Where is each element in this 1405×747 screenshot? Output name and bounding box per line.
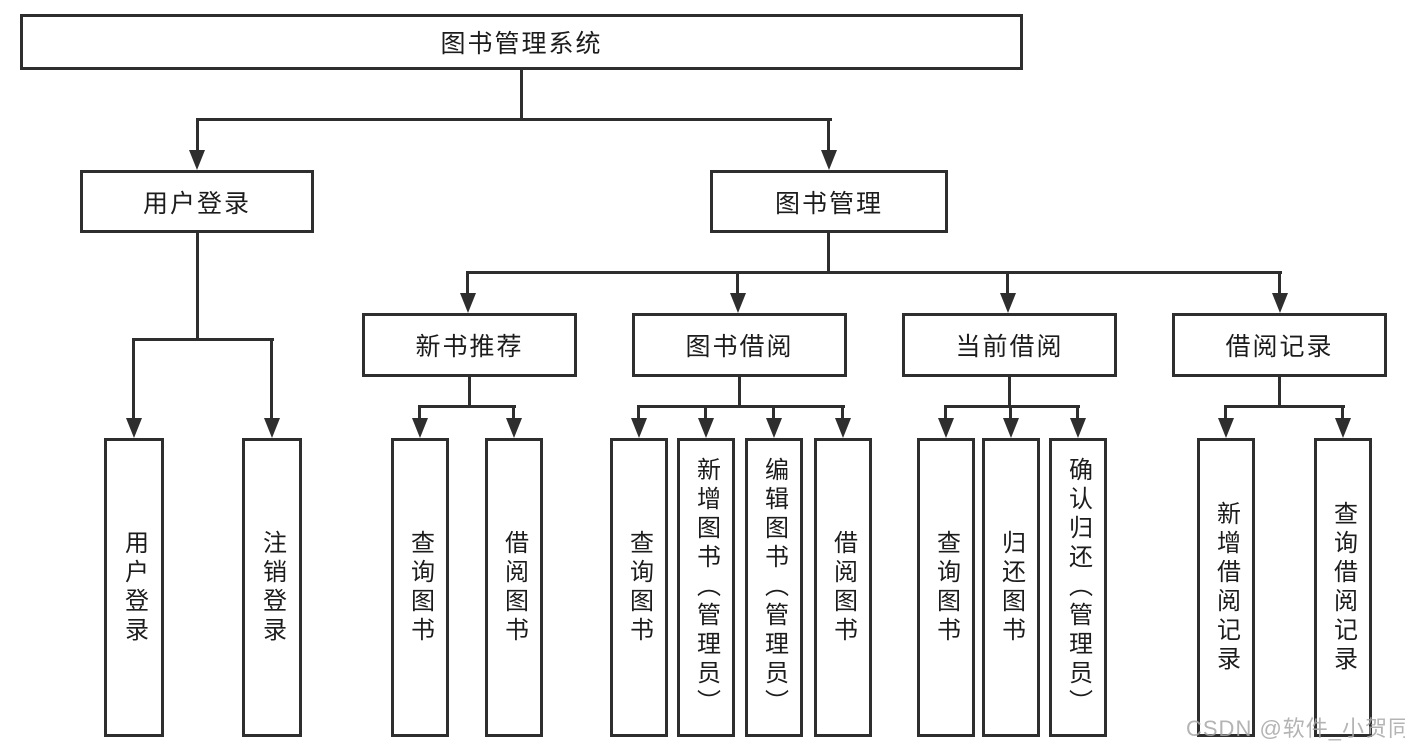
connector-line xyxy=(1278,271,1281,295)
watermark-text: CSDN @软件_小贺同学 xyxy=(1186,716,1405,741)
connector-line xyxy=(1006,271,1009,295)
connector-line xyxy=(1341,405,1344,421)
node-user-login: 用户登录 xyxy=(80,170,314,233)
leaf-user-login: 用户登录 xyxy=(104,438,164,737)
node-new-book-recommendation: 新书推荐 xyxy=(362,313,577,377)
connector-line xyxy=(512,405,515,421)
arrowhead-icon xyxy=(506,418,522,438)
arrowhead-icon xyxy=(1070,418,1086,438)
leaf-return-books: 归还图书 xyxy=(982,438,1040,737)
node-current-borrowing: 当前借阅 xyxy=(902,313,1117,377)
connector-line xyxy=(520,70,523,118)
connector-line xyxy=(1224,405,1345,408)
connector-line xyxy=(466,271,469,295)
connector-line xyxy=(736,271,739,295)
connector-line xyxy=(637,405,640,421)
leaf-confirm-return-admin: 确认归还（管理员） xyxy=(1049,438,1107,737)
arrowhead-icon xyxy=(460,293,476,313)
leaf-borrow-books: 借阅图书 xyxy=(814,438,872,737)
connector-line xyxy=(841,405,844,421)
connector-line xyxy=(827,233,830,271)
arrowhead-icon xyxy=(1272,293,1288,313)
connector-line xyxy=(1008,377,1011,405)
node-book-borrowing: 图书借阅 xyxy=(632,313,847,377)
arrowhead-icon xyxy=(730,293,746,313)
connector-line xyxy=(196,118,199,152)
arrowhead-icon xyxy=(938,418,954,438)
arrowhead-icon xyxy=(1003,418,1019,438)
connector-line xyxy=(704,405,707,421)
connector-line xyxy=(196,233,199,338)
node-borrowing-records: 借阅记录 xyxy=(1172,313,1387,377)
leaf-borrow-books-recommend: 借阅图书 xyxy=(485,438,543,737)
connector-line xyxy=(772,405,775,421)
connector-line xyxy=(637,405,845,408)
leaf-query-books-borrow: 查询图书 xyxy=(610,438,668,737)
connector-line xyxy=(418,405,516,408)
connector-line xyxy=(1224,405,1227,421)
connector-line xyxy=(132,338,274,341)
arrowhead-icon xyxy=(698,418,714,438)
arrowhead-icon xyxy=(264,418,280,438)
connector-line xyxy=(132,338,135,420)
leaf-query-books-recommend: 查询图书 xyxy=(391,438,449,737)
connector-line xyxy=(468,377,471,405)
connector-line xyxy=(466,271,1282,274)
connector-line xyxy=(196,118,832,121)
arrowhead-icon xyxy=(189,150,205,170)
connector-line xyxy=(944,405,1080,408)
arrowhead-icon xyxy=(412,418,428,438)
connector-line xyxy=(418,405,421,421)
arrowhead-icon xyxy=(1218,418,1234,438)
connector-line xyxy=(1076,405,1079,421)
leaf-query-books-current: 查询图书 xyxy=(917,438,975,737)
connector-line xyxy=(738,377,741,405)
connector-line xyxy=(1278,377,1281,405)
leaf-query-borrow-record: 查询借阅记录 xyxy=(1314,438,1372,737)
connector-line xyxy=(270,338,273,420)
node-book-management: 图书管理 xyxy=(710,170,948,233)
arrowhead-icon xyxy=(126,418,142,438)
leaf-logout: 注销登录 xyxy=(242,438,302,737)
arrowhead-icon xyxy=(835,418,851,438)
arrowhead-icon xyxy=(1335,418,1351,438)
arrowhead-icon xyxy=(821,150,837,170)
leaf-add-books-admin: 新增图书（管理员） xyxy=(677,438,735,737)
arrowhead-icon xyxy=(1000,293,1016,313)
arrowhead-icon xyxy=(766,418,782,438)
arrowhead-icon xyxy=(631,418,647,438)
connector-line xyxy=(1009,405,1012,421)
connector-line xyxy=(827,118,830,152)
connector-line xyxy=(944,405,947,421)
leaf-edit-books-admin: 编辑图书（管理员） xyxy=(745,438,803,737)
node-library-management-system: 图书管理系统 xyxy=(20,14,1023,70)
leaf-add-borrow-record: 新增借阅记录 xyxy=(1197,438,1255,737)
